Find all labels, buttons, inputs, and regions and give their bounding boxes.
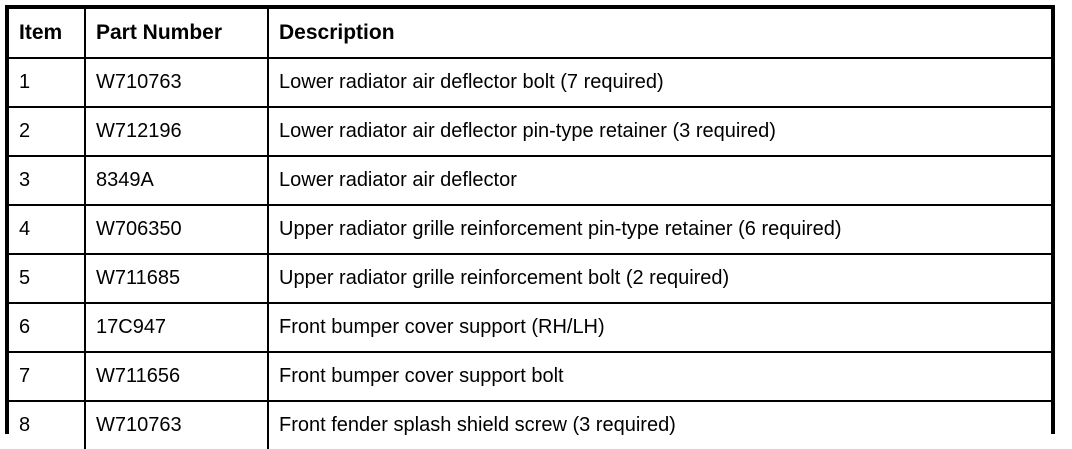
cell-part-number: W712196	[85, 107, 269, 157]
column-header-part-number: Part Number	[85, 9, 269, 59]
table-row: 2 W712196 Lower radiator air deflector p…	[9, 107, 1051, 157]
cell-description: Upper radiator grille reinforcement pin-…	[268, 205, 1051, 255]
cell-item: 8	[9, 401, 86, 449]
cell-part-number: 17C947	[85, 303, 269, 353]
cell-item: 4	[9, 205, 86, 255]
cell-description: Front bumper cover support (RH/LH)	[268, 303, 1051, 353]
cell-description: Front fender splash shield screw (3 requ…	[268, 401, 1051, 449]
cell-description: Lower radiator air deflector bolt (7 req…	[268, 58, 1051, 108]
column-header-description: Description	[268, 9, 1051, 59]
cell-item: 6	[9, 303, 86, 353]
table-row: 7 W711656 Front bumper cover support bol…	[9, 352, 1051, 402]
cell-item: 3	[9, 156, 86, 206]
table-row: 6 17C947 Front bumper cover support (RH/…	[9, 303, 1051, 353]
cell-part-number: 8349A	[85, 156, 269, 206]
cell-item: 5	[9, 254, 86, 304]
parts-table-container: Item Part Number Description 1 W710763 L…	[5, 5, 1055, 449]
table-header: Item Part Number Description	[9, 9, 1051, 59]
cell-part-number: W711685	[85, 254, 269, 304]
cell-description: Front bumper cover support bolt	[268, 352, 1051, 402]
table-row: 5 W711685 Upper radiator grille reinforc…	[9, 254, 1051, 304]
cell-part-number: W706350	[85, 205, 269, 255]
table-body: 1 W710763 Lower radiator air deflector b…	[9, 58, 1051, 449]
table-row: 4 W706350 Upper radiator grille reinforc…	[9, 205, 1051, 255]
parts-table: Item Part Number Description 1 W710763 L…	[9, 9, 1051, 449]
column-header-item: Item	[9, 9, 86, 59]
cell-description: Lower radiator air deflector pin-type re…	[268, 107, 1051, 157]
table-row: 8 W710763 Front fender splash shield scr…	[9, 401, 1051, 449]
cell-part-number: W710763	[85, 58, 269, 108]
cell-item: 7	[9, 352, 86, 402]
table-header-row: Item Part Number Description	[9, 9, 1051, 59]
table-row: 3 8349A Lower radiator air deflector	[9, 156, 1051, 206]
cell-description: Lower radiator air deflector	[268, 156, 1051, 206]
cell-description: Upper radiator grille reinforcement bolt…	[268, 254, 1051, 304]
cell-item: 2	[9, 107, 86, 157]
cell-item: 1	[9, 58, 86, 108]
table-row: 1 W710763 Lower radiator air deflector b…	[9, 58, 1051, 108]
cell-part-number: W710763	[85, 401, 269, 449]
cell-part-number: W711656	[85, 352, 269, 402]
